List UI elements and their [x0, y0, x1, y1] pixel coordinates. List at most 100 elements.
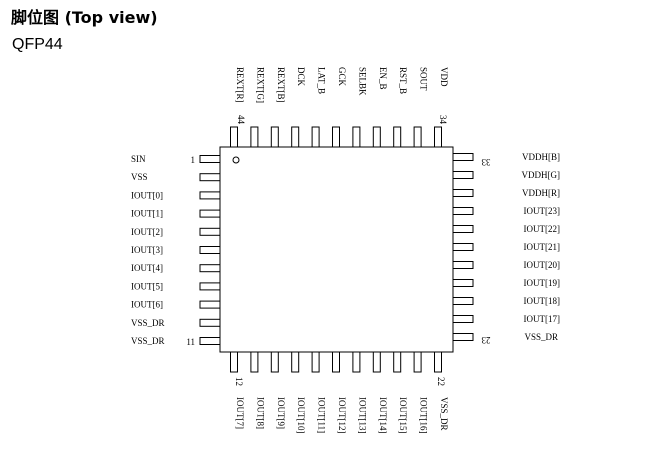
pin-label-bottom: IOUT[8]: [255, 397, 265, 429]
pin-right: [452, 333, 474, 341]
pin-label-left: IOUT[6]: [131, 300, 163, 310]
pin-label-top: SELBK: [357, 67, 367, 96]
pin-bottom: [332, 351, 340, 373]
pin-label-top: REXT[G]: [255, 67, 265, 103]
pin-label-right: VDDH[G]: [522, 170, 561, 180]
pin-label-bottom: IOUT[14]: [378, 397, 388, 434]
pin-label-top: DCK: [296, 67, 306, 87]
pin-label-bottom: IOUT[13]: [357, 397, 367, 434]
pin-bottom: [250, 351, 259, 373]
pin-bottom: [393, 351, 402, 373]
pin-left: [199, 191, 221, 200]
pin-bottom: [311, 351, 320, 373]
pin-right: [452, 189, 474, 197]
pin-left: [199, 264, 221, 273]
pin-top: [250, 126, 259, 148]
pin-left: [199, 282, 221, 291]
pin-top: [413, 126, 422, 148]
pin-label-bottom: VSS_DR: [439, 397, 449, 431]
pin-number-top-last: 34: [438, 115, 448, 125]
pin-bottom: [291, 351, 300, 373]
pin-label-left: IOUT[2]: [131, 227, 163, 237]
pin-label-bottom: IOUT[12]: [337, 397, 347, 434]
pin-left: [199, 300, 221, 309]
pin-right: [452, 225, 474, 233]
pin-number-right-first: 33: [481, 157, 491, 167]
pin-label-right: VDDH[B]: [522, 152, 560, 162]
pin-left: [199, 227, 221, 236]
pin-right: [452, 171, 474, 179]
pin-label-bottom: IOUT[7]: [235, 397, 245, 429]
pin-right: [452, 243, 474, 251]
pin-bottom: [352, 351, 361, 373]
pin-label-right: IOUT[21]: [524, 242, 561, 252]
pin-label-left: IOUT[4]: [131, 263, 163, 273]
pin-label-left: VSS_DR: [131, 318, 165, 328]
pin1-marker-icon: [232, 156, 240, 164]
pin-label-left: IOUT[1]: [131, 209, 163, 219]
pin-top: [270, 126, 279, 148]
pin-label-top: RST_B: [398, 67, 408, 94]
pin-bottom: [434, 351, 442, 373]
pin-label-top: SOUT: [419, 67, 429, 91]
pin-right: [452, 279, 474, 287]
pin-label-left: IOUT[5]: [131, 281, 163, 291]
pin-label-left: VSS_DR: [131, 336, 165, 346]
pin-label-right: VSS_DR: [524, 332, 558, 342]
pin-left: [199, 173, 221, 182]
pin-label-left: IOUT[3]: [131, 245, 163, 255]
pin-label-right: IOUT[18]: [524, 296, 561, 306]
pin-left: [199, 246, 221, 254]
pin-label-right: IOUT[22]: [524, 224, 561, 234]
pin-right: [452, 315, 474, 323]
pin-top: [291, 126, 300, 148]
pin-right: [452, 207, 474, 215]
pin-number-bottom-last: 22: [436, 377, 446, 386]
pin-label-right: IOUT[17]: [524, 314, 561, 324]
pin-label-top: LAT_B: [317, 67, 327, 94]
pin-label-right: VDDH[R]: [522, 188, 560, 198]
pin-number-left-last: 11: [186, 337, 195, 347]
pin-right: [452, 261, 474, 269]
pin-left: [199, 337, 221, 345]
pin-label-bottom: IOUT[9]: [276, 397, 286, 429]
pin-label-left: VSS: [131, 172, 148, 182]
pin-top: [393, 126, 402, 148]
pin-top: [352, 126, 361, 148]
pin-bottom: [372, 351, 381, 373]
pin-bottom: [413, 351, 422, 373]
pin-label-bottom: IOUT[10]: [296, 397, 306, 434]
pin-number-top-first: 44: [236, 115, 246, 125]
pin-top: [230, 126, 238, 148]
pin-bottom: [270, 351, 279, 373]
pin-top: [311, 126, 320, 148]
pin-label-left: SIN: [131, 154, 146, 164]
pin-top: [434, 126, 442, 148]
pin-label-top: EN_B: [378, 67, 388, 90]
pin-label-bottom: IOUT[11]: [317, 397, 327, 433]
pin-label-right: IOUT[19]: [524, 278, 561, 288]
pin-label-right: IOUT[20]: [524, 260, 561, 270]
pin-label-top: REXT[B]: [276, 67, 286, 103]
pin-top: [372, 126, 381, 148]
pin-number-left-first: 1: [191, 155, 196, 165]
chip-body: [219, 146, 454, 353]
pin-label-left: IOUT[0]: [131, 190, 163, 200]
pin-label-top: GCK: [337, 67, 347, 87]
pin-label-top: VDD: [439, 67, 449, 87]
pin-label-bottom: IOUT[16]: [419, 397, 429, 434]
pins-layer: REXT[R] REXT[G] REXT[B] DCK LAT_B GCK SELBK EN_…: [131, 67, 560, 434]
pin-left: [199, 209, 221, 218]
pin-top: [332, 126, 340, 148]
pin-number-right-last: 23: [481, 335, 491, 345]
pin-label-top: REXT[R]: [235, 67, 245, 103]
pin-right: [452, 297, 474, 305]
pin-number-bottom-first: 12: [234, 377, 244, 386]
pin-left: [199, 155, 221, 163]
pin-label-right: IOUT[23]: [524, 206, 561, 216]
package-name: QFP44: [12, 36, 63, 53]
pin-right: [452, 153, 474, 161]
pin-label-bottom: IOUT[15]: [398, 397, 408, 434]
page-title: 脚位图 (Top view): [11, 8, 158, 27]
